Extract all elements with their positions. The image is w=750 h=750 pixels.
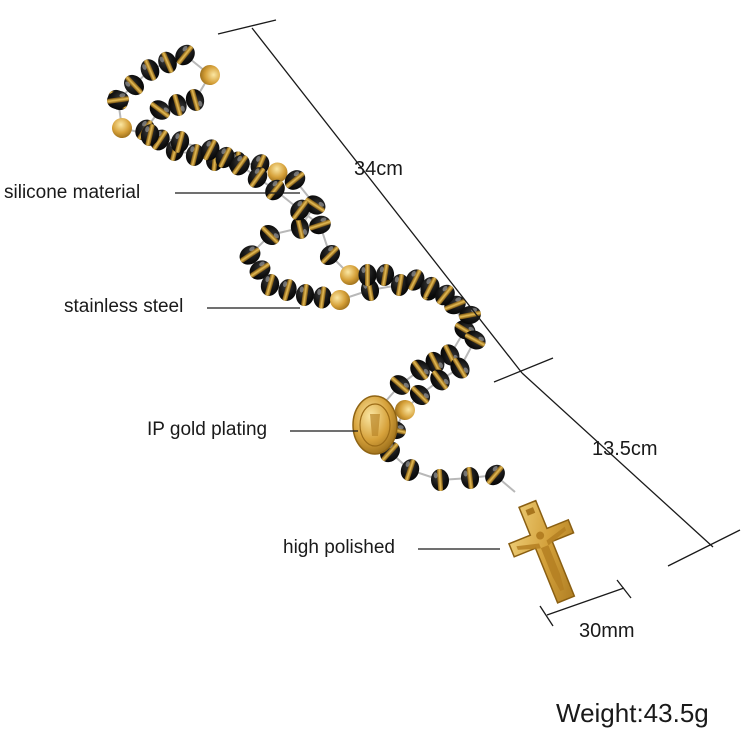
bead — [375, 264, 395, 286]
bead — [395, 400, 415, 420]
bead — [290, 217, 310, 239]
bead — [149, 100, 171, 120]
dimension-label-30mm: 30mm — [579, 620, 635, 642]
bead — [215, 146, 235, 169]
bead — [425, 351, 445, 374]
bead — [267, 162, 288, 183]
callout-silicone-material: silicone material — [4, 182, 141, 203]
bead — [450, 357, 470, 379]
bead — [409, 384, 431, 406]
bead — [435, 284, 455, 306]
corpus-figure — [516, 526, 567, 591]
bead — [230, 154, 250, 176]
bead — [200, 139, 220, 161]
bead — [400, 459, 420, 481]
dimension-30mm — [539, 579, 632, 627]
bead — [185, 89, 205, 111]
dimension-13-5cm — [521, 372, 741, 567]
bead — [330, 290, 350, 310]
bead — [278, 279, 297, 301]
callout-stainless-steel: stainless steel — [64, 296, 184, 317]
bead — [405, 269, 425, 291]
bead — [259, 224, 281, 246]
bead — [249, 260, 271, 280]
bead — [168, 94, 187, 116]
bead — [389, 375, 411, 395]
crucifix-pendant — [507, 499, 576, 604]
bead — [420, 276, 440, 299]
dimension-label-13-5cm: 13.5cm — [592, 438, 658, 460]
dimension-label-34cm: 34cm — [354, 158, 403, 180]
bead — [309, 215, 331, 235]
bead — [140, 59, 160, 81]
callout-high-polished: high polished — [283, 537, 395, 558]
bead — [185, 144, 205, 166]
bead — [313, 286, 332, 309]
bead — [290, 199, 310, 221]
bead — [304, 195, 326, 215]
corpus-head — [536, 531, 545, 540]
bead — [485, 464, 505, 486]
bead — [295, 284, 315, 306]
weight-label: Weight:43.5g — [556, 698, 709, 728]
bead — [124, 74, 144, 96]
bead — [464, 330, 486, 350]
bead — [112, 118, 132, 138]
bead — [170, 131, 190, 153]
bead — [358, 264, 377, 286]
bead — [260, 274, 280, 296]
bead — [140, 124, 160, 146]
bead — [460, 467, 480, 489]
bead — [247, 167, 268, 188]
bead — [239, 245, 261, 265]
bead — [158, 51, 177, 74]
bead — [284, 170, 306, 190]
bead — [430, 468, 450, 492]
bead — [410, 359, 430, 381]
bead — [107, 90, 129, 110]
bead — [390, 274, 410, 296]
dimension-34cm — [217, 19, 554, 383]
gold-medal — [352, 395, 398, 455]
bead — [430, 369, 450, 391]
bead — [319, 244, 341, 266]
callout-ip-gold-plating: IP gold plating — [147, 419, 268, 440]
bead — [340, 265, 360, 285]
bead — [200, 65, 220, 85]
bead — [265, 179, 285, 201]
bead — [175, 44, 195, 66]
